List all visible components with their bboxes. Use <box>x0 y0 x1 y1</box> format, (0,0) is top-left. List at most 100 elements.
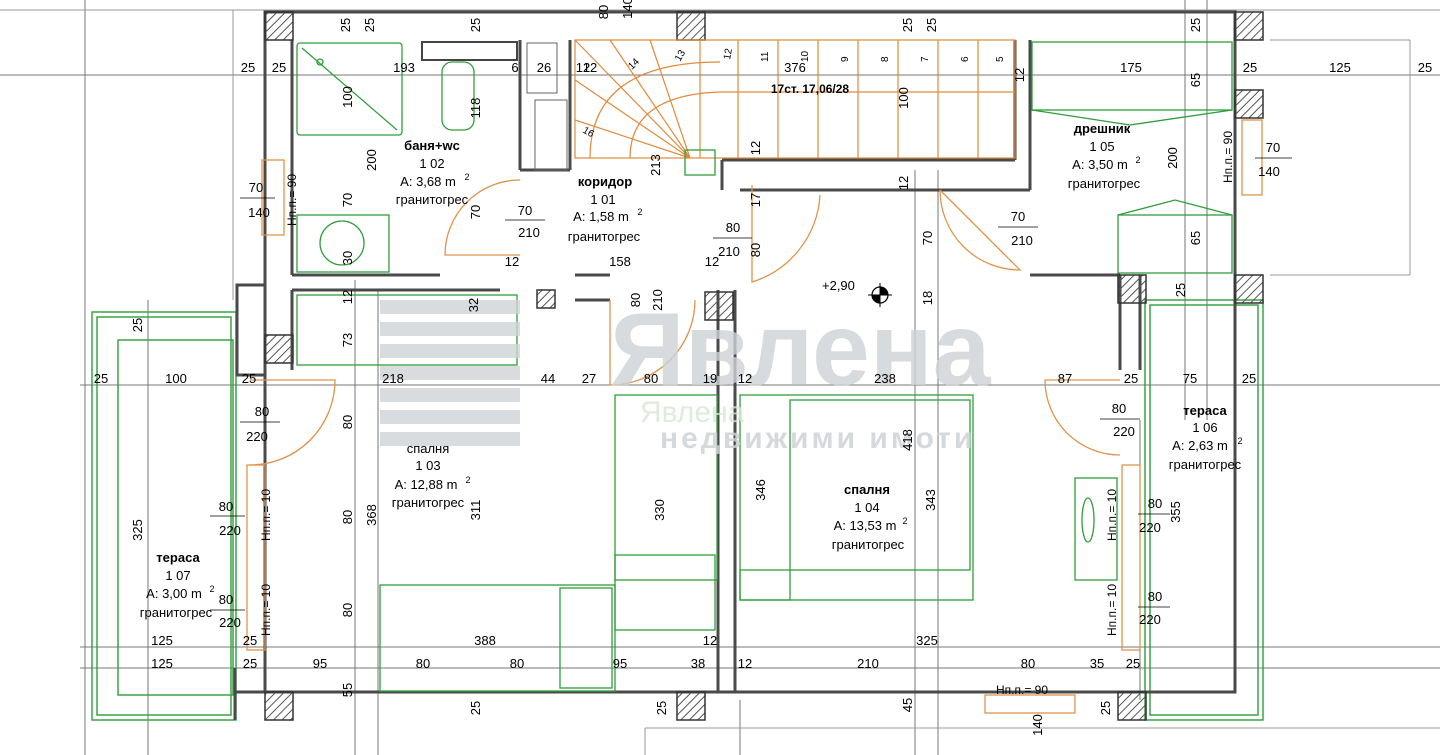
dimension-label: 25 <box>1243 60 1257 75</box>
dimension-label: 25 <box>468 701 483 715</box>
dimension-label: 70 <box>468 205 483 219</box>
dimension-label: 25 <box>241 60 255 75</box>
opening-width: 70 <box>518 203 532 218</box>
dimension-label: 80 <box>628 293 643 307</box>
dimension-label: 140 <box>1030 714 1045 736</box>
dimension-label: 25 <box>243 633 257 648</box>
room-name: дрешник <box>1074 121 1131 136</box>
dimension-label: 12 <box>340 290 355 304</box>
room-finish: гранитогрес <box>832 537 905 552</box>
dimension-label: 12 <box>703 633 717 648</box>
area-superscript: 2 <box>465 475 470 485</box>
dimension-label: 12 <box>738 656 752 671</box>
stair-step-label: 12 <box>722 47 735 60</box>
dimension-label: 343 <box>923 489 938 511</box>
sill-height-label: Нп.п.= 90 <box>996 683 1048 697</box>
dimension-label: 100 <box>896 87 911 109</box>
stair-step-label: 10 <box>800 50 811 62</box>
level-mark-label: +2,90 <box>822 278 855 293</box>
room-finish: гранитогрес <box>568 229 641 244</box>
dimension-label: 418 <box>900 429 915 451</box>
room-1-02-label: баня+wc 1 02 A: 3,68 m 2 гранитогрес <box>396 138 470 207</box>
dimension-label: 25 <box>1126 656 1140 671</box>
stair-step-label: 7 <box>920 56 931 62</box>
toilet <box>441 61 475 131</box>
staircase <box>574 39 1016 159</box>
opening-height: 210 <box>1011 233 1033 248</box>
room-number: 1 02 <box>419 156 444 171</box>
dimension-label: 25 <box>1098 701 1113 715</box>
dimension-label: 25 <box>94 371 108 386</box>
dimension-label: 125 <box>151 633 173 648</box>
dimension-label: 70 <box>920 231 935 245</box>
dimension-label: 25 <box>1124 371 1138 386</box>
dimension-label: 12 <box>1012 68 1027 82</box>
dimension-label: 125 <box>151 656 173 671</box>
dimension-label: 218 <box>382 371 404 386</box>
watermark-small: Явлена <box>640 396 745 429</box>
dimension-label: 17 <box>748 193 763 207</box>
area-superscript: 2 <box>209 584 214 594</box>
room-name: коридор <box>578 174 632 189</box>
dimension-label: 311 <box>468 500 483 521</box>
dimension-label: 210 <box>650 289 665 311</box>
area-superscript: 2 <box>1135 155 1140 165</box>
cabinet-1-06 <box>1074 477 1118 581</box>
room-1-05-label: дрешник 1 05 A: 3,50 m 2 гранитогрес <box>1068 121 1141 191</box>
dimension-label: 12 <box>576 60 590 75</box>
sill-labels: Нп.п.= 90 Нп.п.= 10 Нп.п.= 10 Нп.п.= 10 … <box>259 131 1235 697</box>
opening-width: 80 <box>726 220 740 235</box>
dimension-label: 100 <box>340 86 355 108</box>
dimension-label: 80 <box>416 656 430 671</box>
opening-height: 220 <box>219 615 241 630</box>
dimension-label: 12 <box>583 60 597 75</box>
opening-width: 80 <box>1112 401 1126 416</box>
sill-height-label: Нп.п.= 10 <box>259 489 273 541</box>
dimension-label: 25 <box>242 371 256 386</box>
dimension-label: 25 <box>468 18 483 32</box>
dimension-label: 30 <box>340 251 355 265</box>
dimension-label: 25 <box>924 18 939 32</box>
dims-top-row: 25 25 193 6 26 12 376 175 25 125 25 <box>241 60 1432 75</box>
dimension-label: 25 <box>900 18 915 32</box>
room-1-03-label: спалня 1 03 A: 12,88 m 2 гранитогрес <box>392 441 471 510</box>
dimension-label: 376 <box>784 60 806 75</box>
room-name: баня+wc <box>404 138 460 153</box>
opening-height: 210 <box>518 225 540 240</box>
room-name: спалня <box>407 441 450 456</box>
door-terrace-106 <box>1044 379 1121 456</box>
room-area: A: 13,53 m <box>834 518 897 533</box>
dimension-label: 80 <box>644 371 658 386</box>
area-superscript: 2 <box>902 516 907 526</box>
stair-step-label: 5 <box>995 56 1006 62</box>
room-area: A: 12,88 m <box>395 477 458 492</box>
window-terrace-107 <box>246 464 266 651</box>
room-number: 1 05 <box>1089 139 1114 154</box>
dimension-label: 140 <box>620 0 635 19</box>
room-number: 1 04 <box>854 500 879 515</box>
dims-top-edge: 25 25 25 80 140 25 25 25 <box>338 0 1203 32</box>
room-area: A: 3,00 m <box>146 586 202 601</box>
opening-width: 80 <box>255 404 269 419</box>
stair-step-label: 13 <box>673 48 688 64</box>
dimension-label: 388 <box>474 633 496 648</box>
opening-height: 220 <box>1139 612 1161 627</box>
stair-step-label: 6 <box>960 56 971 62</box>
dimension-label: 12 <box>738 371 752 386</box>
dimension-label: 325 <box>916 633 938 648</box>
dimension-label: 35 <box>1090 656 1104 671</box>
dimension-label: 80 <box>340 415 355 429</box>
dimension-label: 6 <box>511 60 518 75</box>
sill-height-label: Нп.п.= 90 <box>1221 131 1235 183</box>
wardrobe-1-03 <box>614 394 718 581</box>
dimension-label: 65 <box>1188 231 1203 245</box>
dimension-label: 325 <box>130 519 145 541</box>
door-dressing <box>939 189 1022 271</box>
dimension-label: 18 <box>920 291 935 305</box>
opening-height: 140 <box>248 205 270 220</box>
stair-step-label: 9 <box>840 56 851 62</box>
dimension-label: 25 <box>338 18 353 32</box>
opening-width: 80 <box>1148 589 1162 604</box>
door-terrace-107 <box>249 379 336 466</box>
bed-1-04 <box>739 394 974 601</box>
